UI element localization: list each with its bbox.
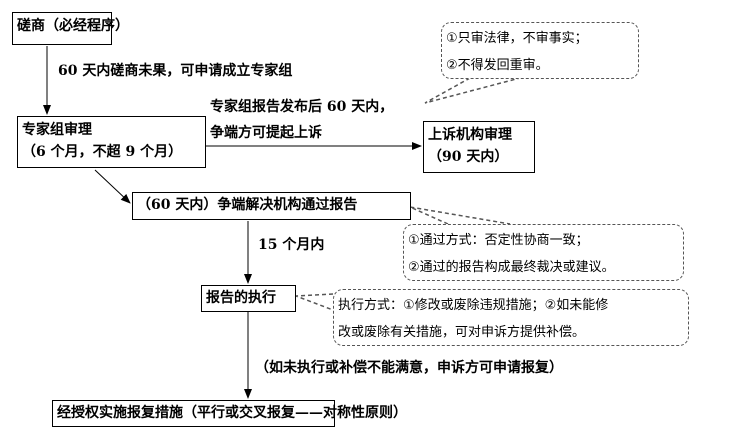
note-line: 执行方式：①修改或废除违规措施；②如未能修	[338, 298, 609, 313]
arrow-panel-to-adoption	[94, 169, 131, 204]
callout-tail-adoption	[409, 206, 511, 225]
callout-tail-appeal	[424, 77, 521, 104]
appeal-duration: （90 天内）	[428, 149, 509, 165]
note-line: ①只审法律，不审事实；	[446, 31, 588, 46]
node-retaliation: 经授权实施报复措施（平行或交叉报复——对称性原则）	[52, 400, 407, 427]
edge-label-15-months: 15 个月内	[258, 237, 325, 253]
note-adoption: ①通过方式：否定性协商一致； ②通过的报告构成最终裁决或建议。	[403, 224, 684, 281]
node-implementation: 报告的执行	[201, 285, 296, 312]
node-consultation: 磋商（必经程序）	[12, 12, 129, 45]
appeal-title: 上诉机构审理	[428, 127, 512, 143]
edge-label-consult-to-panel: 60 天内磋商未果，可申请成立专家组	[58, 63, 293, 79]
panel-duration: （6 个月，不超 9 个月）	[22, 144, 183, 160]
edge-label-appeal-1: 专家组报告发布后 60 天内，	[210, 99, 394, 115]
note-appeal: ①只审法律，不审事实； ②不得发回重审。	[441, 22, 639, 79]
note-line: ①通过方式：否定性协商一致；	[408, 233, 589, 248]
note-implementation: 执行方式：①修改或废除违规措施；②如未能修 改或废除有关措施，可对申诉方提供补偿…	[333, 289, 689, 346]
note-line: ②通过的报告构成最终裁决或建议。	[408, 260, 615, 275]
note-line: 改或废除有关措施，可对申诉方提供补偿。	[338, 325, 586, 340]
node-appeal: 上诉机构审理 （90 天内）	[423, 121, 535, 173]
node-adoption: （60 天内）争端解决机构通过报告	[132, 192, 411, 220]
callout-tail-impl	[295, 293, 334, 311]
note-line: ②不得发回重审。	[446, 58, 549, 73]
node-panel: 专家组审理 （6 个月，不超 9 个月）	[17, 116, 206, 168]
edge-label-appeal-2: 争端方可提起上诉	[210, 125, 322, 141]
edge-label-retaliation-condition: （如未执行或补偿不能满意，申诉方可申请报复）	[255, 360, 563, 376]
panel-title: 专家组审理	[22, 122, 92, 138]
